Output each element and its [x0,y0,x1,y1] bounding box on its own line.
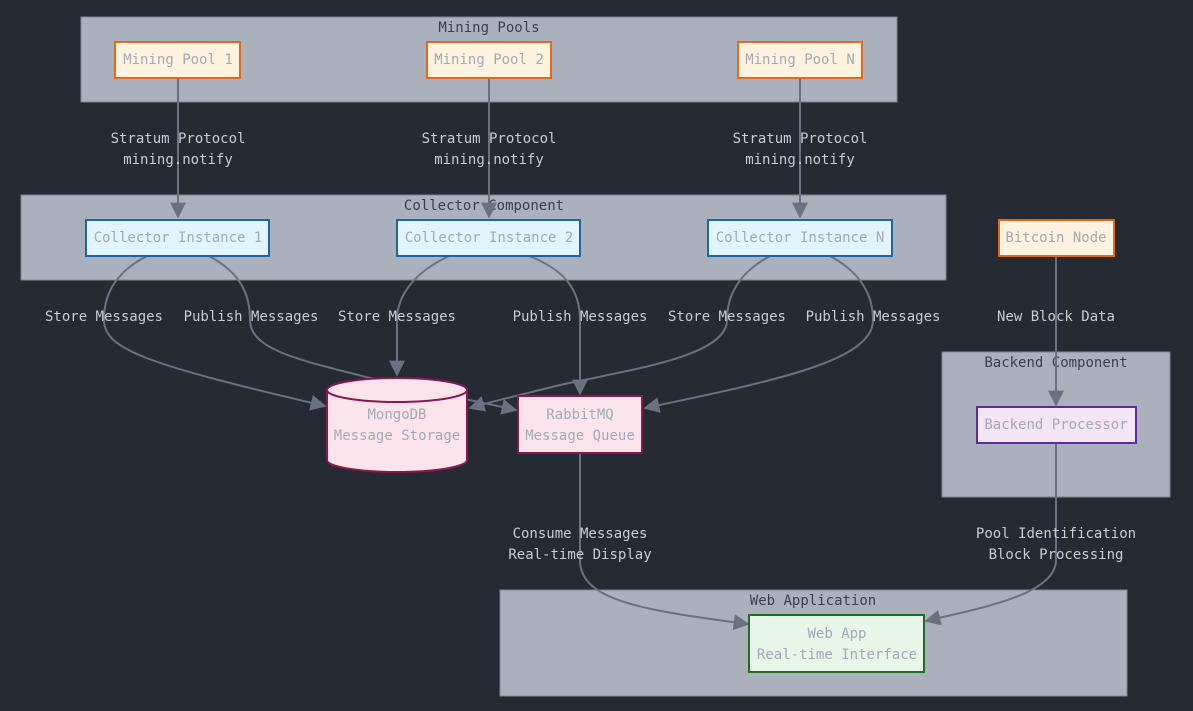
node-collector-instance-2[interactable]: Collector Instance 2 [396,219,581,257]
cluster-collector-component-label: Collector Component [404,198,564,214]
node-collector-instance-n-label: Collector Instance N [716,230,885,246]
edge-collector1-mongodb [102,255,327,411]
edge-label-store-2: Store Messages [338,309,456,325]
edge-label-consume: Consume Messages [513,526,648,542]
node-web-app[interactable]: Web App Real-time Interface [748,614,925,673]
node-rabbitmq-queue[interactable]: RabbitMQ Message Queue [517,395,643,454]
node-mining-pool-2-label: Mining Pool 2 [434,52,544,68]
edge-label-publish-n: Publish Messages [806,309,941,325]
node-mining-pool-1-label: Mining Pool 1 [123,52,233,68]
edge-collectorn-rabbitmq [643,255,875,413]
edge-label-store-1: Store Messages [45,309,163,325]
edge-collector2-mongodb [389,255,450,377]
edge-label-store-n: Store Messages [668,309,786,325]
node-mongodb-title: MongoDB [367,407,426,423]
node-mining-pool-n-label: Mining Pool N [745,52,855,68]
edge-label-consume-sub: Real-time Display [508,547,651,563]
node-bitcoin-node-label: Bitcoin Node [1005,230,1106,246]
node-collector-instance-1-label: Collector Instance 1 [94,230,263,246]
edge-label-stratum-n-sub: mining.notify [745,152,855,168]
edge-collector2-rabbitmq [528,255,588,396]
node-backend-processor-label: Backend Processor [984,417,1127,433]
edge-label-stratum-1: Stratum Protocol [111,131,246,147]
node-collector-instance-2-label: Collector Instance 2 [405,230,574,246]
node-collector-instance-n[interactable]: Collector Instance N [707,219,893,257]
edge-label-stratum-2: Stratum Protocol [422,131,557,147]
node-mining-pool-1[interactable]: Mining Pool 1 [114,41,241,79]
edge-labels: Stratum Protocol mining.notify Stratum P… [45,131,1136,563]
node-rabbitmq-subtitle: Message Queue [525,428,635,444]
edge-label-publish-1: Publish Messages [184,309,319,325]
edge-backend-webapp [924,443,1057,626]
node-mongodb-subtitle: Message Storage [334,428,460,444]
node-mining-pool-n[interactable]: Mining Pool N [737,41,863,79]
node-collector-instance-1[interactable]: Collector Instance 1 [85,219,270,257]
cluster-web-application-label: Web Application [750,593,876,609]
node-rabbitmq-title: RabbitMQ [546,407,613,423]
node-backend-processor[interactable]: Backend Processor [976,406,1137,444]
cluster-mining-pools-label: Mining Pools [438,20,539,36]
edge-rabbitmq-webapp [579,454,750,631]
node-bitcoin-node[interactable]: Bitcoin Node [998,219,1115,257]
edges [102,78,1064,631]
node-mining-pool-2[interactable]: Mining Pool 2 [426,41,552,79]
edge-label-stratum-n: Stratum Protocol [733,131,868,147]
edge-collectorn-mongodb [468,255,771,412]
node-mongodb-database[interactable]: MongoDB Message Storage [326,377,468,473]
node-web-app-title: Web App [807,626,866,642]
edge-label-pool-ident: Pool Identification [976,526,1136,542]
node-web-app-subtitle: Real-time Interface [757,647,917,663]
edge-label-publish-2: Publish Messages [513,309,648,325]
edge-label-pool-ident-sub: Block Processing [989,547,1124,563]
edge-label-stratum-1-sub: mining.notify [123,152,233,168]
edge-label-new-block: New Block Data [997,309,1115,325]
edge-label-stratum-2-sub: mining.notify [434,152,544,168]
